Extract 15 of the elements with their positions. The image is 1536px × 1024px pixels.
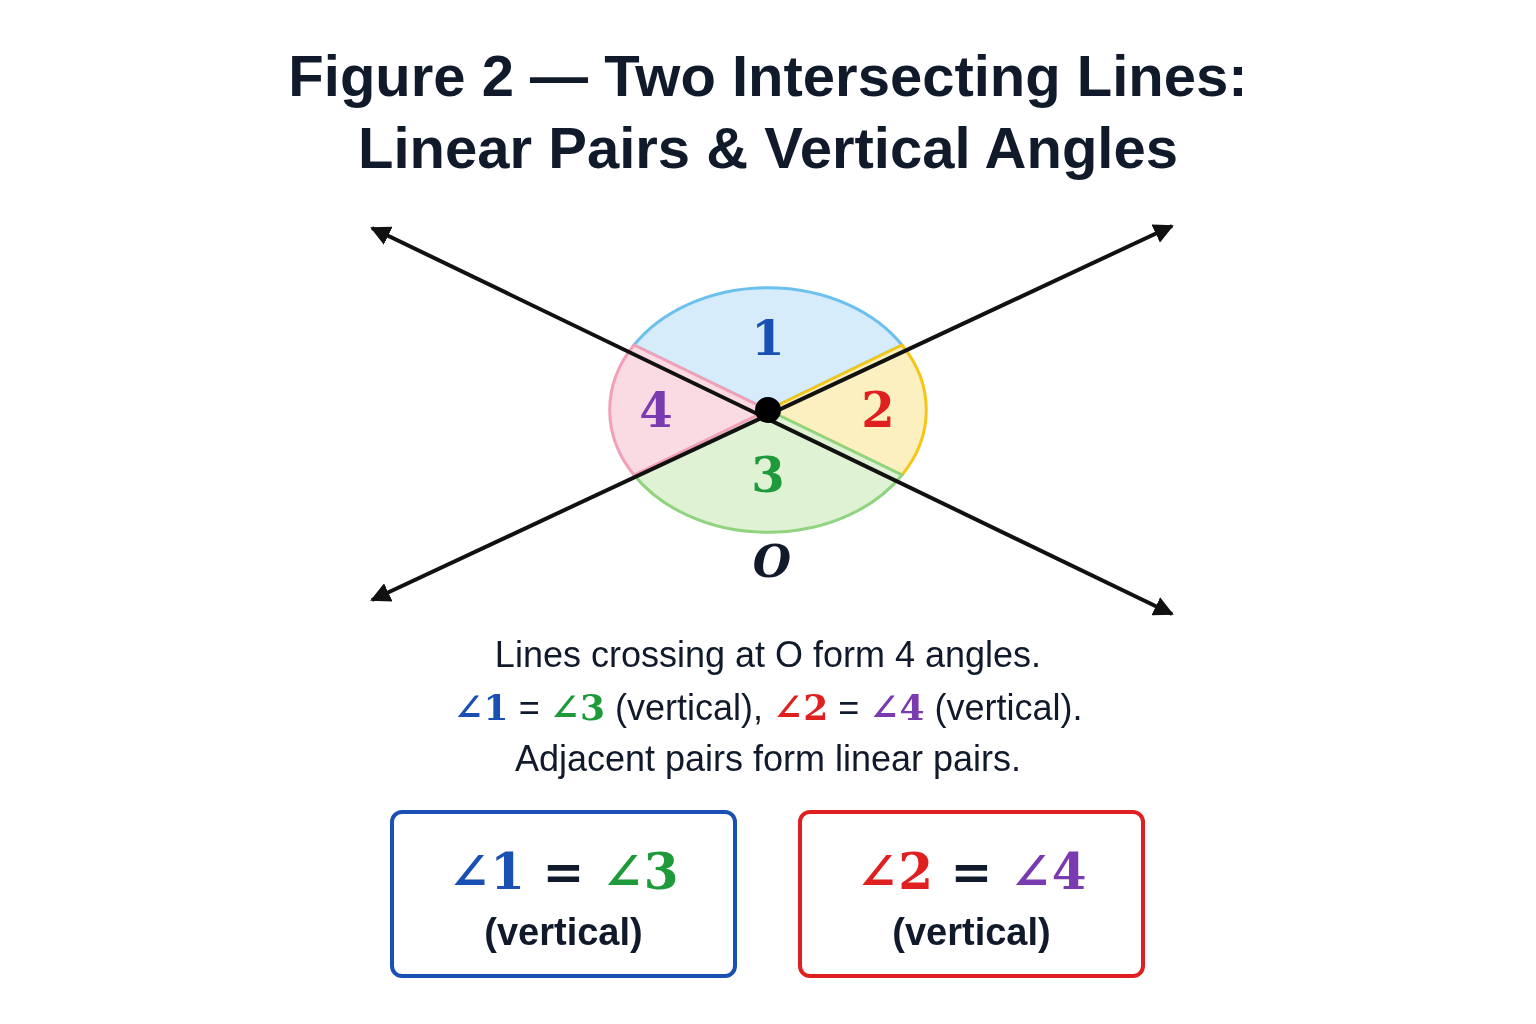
angle-number: 1 — [751, 312, 785, 364]
angle-number: 2 — [861, 384, 895, 436]
caption-text: ∠1 = ∠3 (vertical), ∠2 = ∠4 (vertical). — [452, 685, 1084, 730]
equation-text: ∠2 = ∠4 — [855, 842, 1088, 902]
point-label: O — [751, 535, 793, 589]
equation-card — [390, 810, 737, 978]
note-text: (vertical) — [891, 910, 1052, 955]
figure-title: Figure 2 — Two Intersecting Lines: Linear Pairs & Vertical Angles — [287, 42, 1249, 182]
note-text: (vertical) — [483, 910, 644, 955]
caption-text: Adjacent pairs form linear pairs. — [513, 737, 1023, 781]
caption-text: Lines crossing at O form 4 angles. — [493, 633, 1043, 677]
angle-number: 4 — [639, 384, 673, 436]
equation-card — [798, 810, 1145, 978]
equation-text: ∠1 = ∠3 — [447, 842, 680, 902]
angle-number: 3 — [751, 449, 785, 501]
